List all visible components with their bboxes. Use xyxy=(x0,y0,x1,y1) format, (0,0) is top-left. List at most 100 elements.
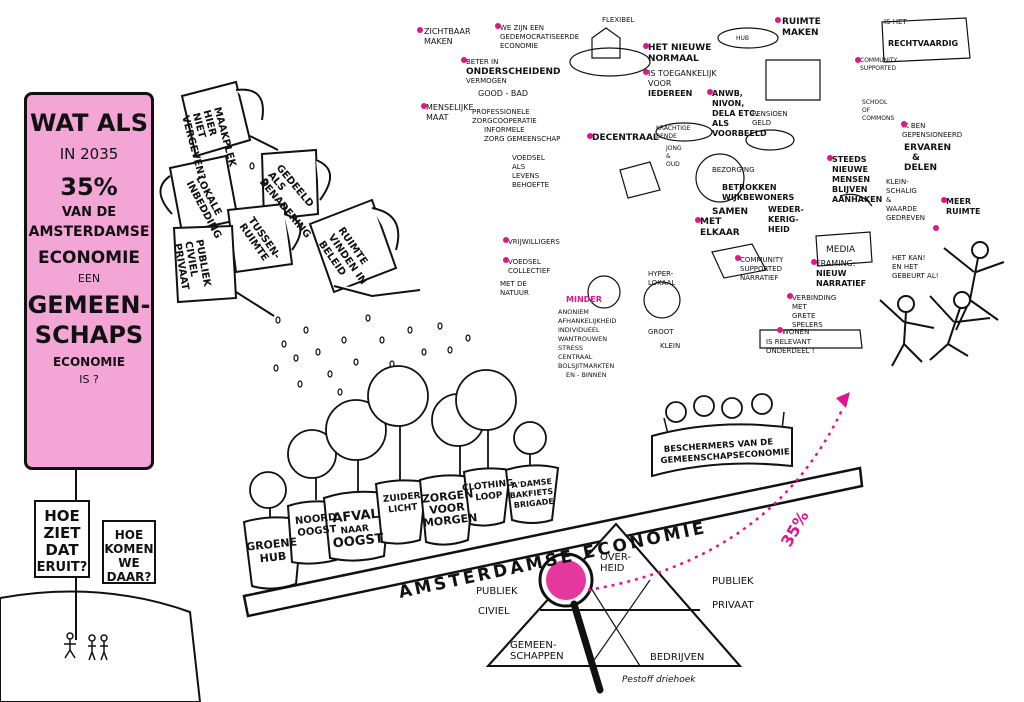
pot-label-4: ZUIDERLICHT xyxy=(383,491,423,516)
pot-labels: GROENEHUB NOORDOOGST AFVALNAAR OOGST ZUI… xyxy=(246,477,557,566)
q2-line-3: WE xyxy=(118,556,140,570)
jumping-people xyxy=(879,241,1005,367)
q2-line-2: KOMEN xyxy=(104,542,154,556)
pot-5 xyxy=(418,474,476,546)
question-board-2: HOE KOMEN WE DAAR? xyxy=(102,520,156,584)
vision-jong-oud: JONG&OUD xyxy=(665,145,682,168)
vision-hub: HUB xyxy=(736,35,749,42)
sign-line-9: SCHAPS xyxy=(34,321,144,349)
pots xyxy=(242,464,560,590)
sign-line-4: VAN DE xyxy=(61,205,117,220)
q1-line-3: DAT xyxy=(45,541,79,559)
seesaw-percent-label: 35% xyxy=(777,507,813,550)
pot-label-1: GROENEHUB xyxy=(246,535,300,566)
sign-line-11: IS ? xyxy=(79,373,99,386)
triangle-right-top: PUBLIEK xyxy=(712,576,754,587)
vision-decentraal: DECENTRAAL xyxy=(592,133,659,143)
vision-wonen: WONEN xyxy=(782,328,809,336)
watering-can-1 xyxy=(180,80,279,158)
trees xyxy=(249,365,547,520)
what-if-sign: WAT ALS IN 2035 35% VAN DE AMSTERDAMSE E… xyxy=(24,92,154,470)
vision-minder-list: ANONIEM AFHANKELIJKHEID INDIVIDUEEL WANT… xyxy=(558,308,618,379)
triangle-top: OVER-HEID xyxy=(600,552,631,574)
vision-rechtvaardig: RECHTVAARDIG xyxy=(888,39,958,48)
q1-line-2: ZIET xyxy=(43,524,81,542)
pot-label-2: NOORDOOGST xyxy=(295,512,339,539)
triangle-right-bottom: PRIVAAT xyxy=(712,600,754,611)
q2-line-4: DAAR? xyxy=(106,570,152,584)
watering-can-3 xyxy=(260,148,331,222)
protectors-group xyxy=(651,393,793,478)
percent-arrow-head xyxy=(836,392,850,408)
pot-6 xyxy=(462,467,512,527)
q1-line-4: ERUIT? xyxy=(36,560,88,575)
vision-bezorging: BEZORGING xyxy=(712,166,755,174)
seesaw xyxy=(242,393,864,618)
protectors-band xyxy=(651,423,793,478)
ground-hill xyxy=(0,590,202,702)
pot-7 xyxy=(504,464,560,524)
sign-line-2: IN 2035 xyxy=(59,145,119,163)
question-board-1: HOE ZIET DAT ERUIT? xyxy=(34,500,90,578)
pot-label-5: ZORGENVOOR MORGEN xyxy=(420,487,478,529)
triangle-labels: OVER-HEID PUBLIEK CIVIEL PUBLIEK PRIVAAT… xyxy=(476,552,754,685)
triangle-bottom-right: BEDRIJVEN xyxy=(650,652,704,663)
pot-label-6: CLOTHINGLOOP xyxy=(462,478,516,504)
vision-is-het: IS HET xyxy=(884,18,907,26)
sign-line-8: GEMEEN- xyxy=(27,291,151,319)
triangle-left-bottom: CIVIEL xyxy=(478,606,510,617)
pot-label-3: AFVALNAAR OOGST xyxy=(329,506,384,551)
pot-4 xyxy=(374,479,428,545)
sign-line-5: AMSTERDAMSE xyxy=(28,224,150,240)
vision-minder: MINDER xyxy=(566,295,602,304)
percent-arrow xyxy=(587,409,844,592)
vision-sketches xyxy=(569,17,971,349)
tiny-people xyxy=(64,632,108,661)
vision-flexibel: FLEXIBEL xyxy=(602,16,634,24)
vision-good-bad: GOOD - BAD xyxy=(478,89,528,98)
sign-line-6: ECONOMIE xyxy=(37,248,141,268)
sign-line-1: WAT ALS xyxy=(30,109,148,137)
vision-media: MEDIA xyxy=(826,245,856,255)
vision-samen: SAMEN xyxy=(712,207,748,217)
triangle-bottom-left: GEMEEN-SCHAPPEN xyxy=(510,640,564,662)
watering-can-5 xyxy=(172,224,275,317)
watering-cans xyxy=(159,80,421,317)
pink-dots xyxy=(417,17,947,333)
pot-1 xyxy=(242,516,304,590)
vision-hyperlokaal: HYPER-LOKAAL xyxy=(648,270,675,287)
can-labels: MAAKPLEKHIER NIETVERGEVEN? LOKALEINBEDDI… xyxy=(171,106,369,291)
seesaw-beam xyxy=(242,466,864,618)
pot-label-7: A'DAMSEBAKFIETS BRIGADE xyxy=(508,477,557,511)
watering-can-6 xyxy=(308,198,421,298)
watering-can-4 xyxy=(226,202,302,274)
magnifier xyxy=(538,552,604,694)
